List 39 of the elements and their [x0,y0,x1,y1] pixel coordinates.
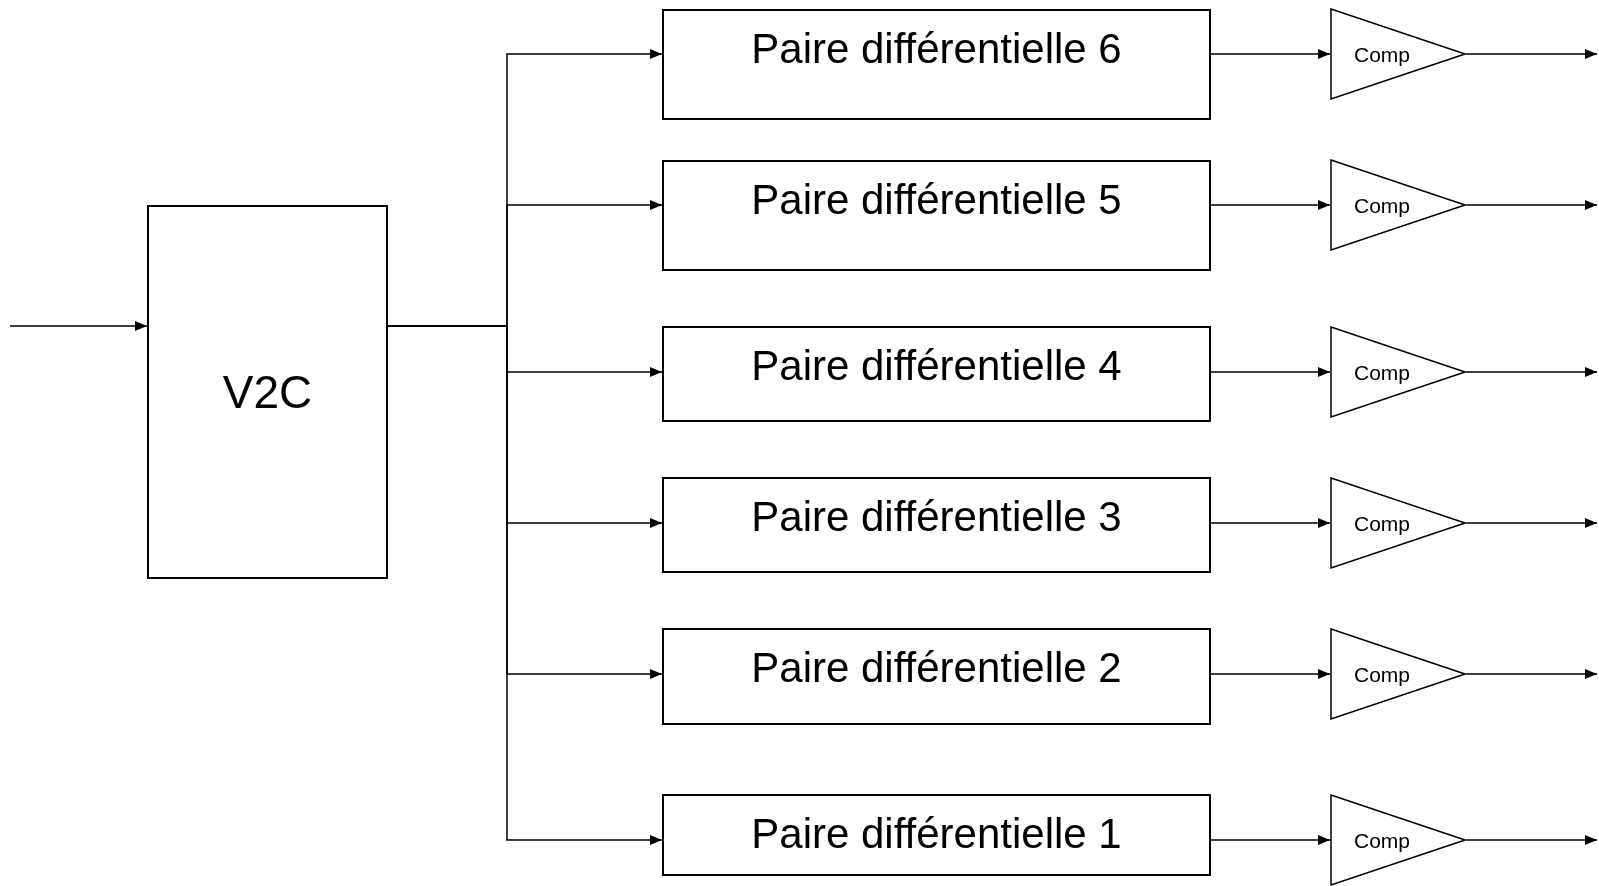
arrow [1465,835,1598,845]
box-label: Paire différentielle 5 [751,176,1122,225]
arrow [1465,518,1598,528]
process-box [662,628,1211,725]
box-label: Paire différentielle 6 [751,25,1122,74]
arrow [9,321,148,331]
comparator-triangle [1330,628,1466,720]
arrow [1465,49,1598,59]
arrow [1465,200,1598,210]
arrow [1210,200,1331,210]
process-box [662,794,1211,876]
comparator-label: Comp [1354,43,1411,65]
comparator-label: Comp [1354,829,1411,851]
comparator-label: Comp [1354,194,1411,216]
comparator-triangle [1330,477,1466,569]
comparator-triangle [1330,159,1466,251]
process-box [662,326,1211,422]
arrow [1465,669,1598,679]
process-box [662,160,1211,271]
comparator-triangle [1330,326,1466,418]
box-label: Paire différentielle 4 [751,342,1122,391]
arrow [1210,835,1331,845]
box-label: Paire différentielle 2 [751,644,1122,693]
comparator-label: Comp [1354,663,1411,685]
arrow [1210,49,1331,59]
box-label: Paire différentielle 3 [751,493,1122,542]
process-box [662,9,1211,120]
arrow [1210,518,1331,528]
arrow [1210,669,1331,679]
comparator-triangle [1330,8,1466,100]
comparator-label: Comp [1354,361,1411,383]
process-box [662,477,1211,573]
arrow [1465,367,1598,377]
box-label: Paire différentielle 1 [751,810,1122,859]
process-box [147,205,388,579]
comparator-label: Comp [1354,512,1411,534]
comparator-triangle [1330,794,1466,886]
box-label: V2C [222,369,313,415]
arrow [1210,367,1331,377]
